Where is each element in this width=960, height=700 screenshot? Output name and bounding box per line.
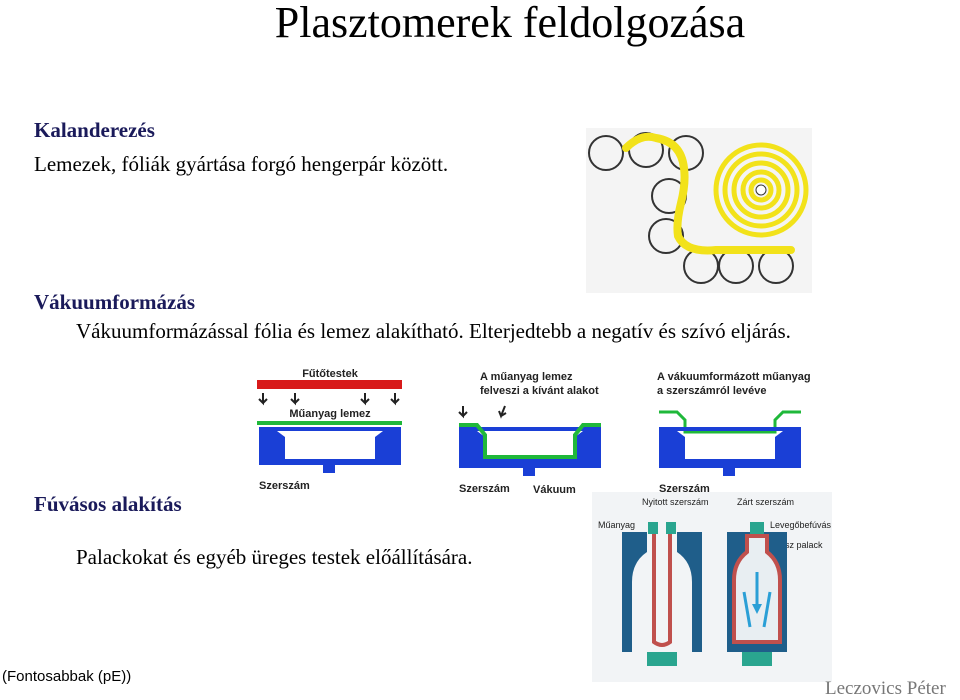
blow-heading: Fúvásos alakítás xyxy=(34,492,182,516)
air-blow-label: Levegőbefúvás xyxy=(770,520,832,530)
plastic-label: Műanyag xyxy=(598,520,635,530)
calendering-text: Lemezek, fóliák gyártása forgó hengerpár… xyxy=(34,152,449,176)
finished-label: Kész palack xyxy=(774,540,823,550)
tool1-label: Szerszám xyxy=(259,480,310,492)
vacuum-text: Vákuumformázással fólia és lemez alakíth… xyxy=(76,319,791,343)
vacuum-heading: Vákuumformázás xyxy=(34,290,195,314)
author-name: Leczovics Péter xyxy=(825,678,946,699)
stage2-line1: A műanyag lemez xyxy=(480,371,573,383)
calendering-illustration xyxy=(586,128,812,293)
vacuum-stage-3: A vákuumformázott műanyag a szerszámról … xyxy=(657,371,811,495)
blow-text: Palackokat és egyéb üreges testek előáll… xyxy=(76,545,473,569)
tool2-label: Szerszám xyxy=(459,483,510,495)
stage2-line2: felveszi a kívánt alakot xyxy=(480,385,599,397)
heaters-label: Fűtőtestek xyxy=(302,368,359,380)
source-note: (Fontosabbak (pE)) xyxy=(2,668,132,685)
plastic-sheet-label: Műanyag lemez xyxy=(289,408,371,420)
stage3-line2: a szerszámról levéve xyxy=(657,385,766,397)
blow-molding-illustration: Nyitott szerszám Zárt szerszám Műanyag L… xyxy=(592,492,832,682)
closed-tool-label: Zárt szerszám xyxy=(737,497,794,507)
vacuum-stage-2: A műanyag lemez felveszi a kívánt alakot… xyxy=(458,371,601,496)
calendering-heading: Kalanderezés xyxy=(34,118,155,142)
stage3-line1: A vákuumformázott műanyag xyxy=(657,371,811,383)
page-title: Plasztomerek feldolgozása xyxy=(274,0,746,47)
vacuum-stage-1: Fűtőtestek Műanyag lemez Szerszám xyxy=(257,368,402,492)
vacuum-label: Vákuum xyxy=(533,484,576,496)
open-tool-label: Nyitott szerszám xyxy=(642,497,709,507)
